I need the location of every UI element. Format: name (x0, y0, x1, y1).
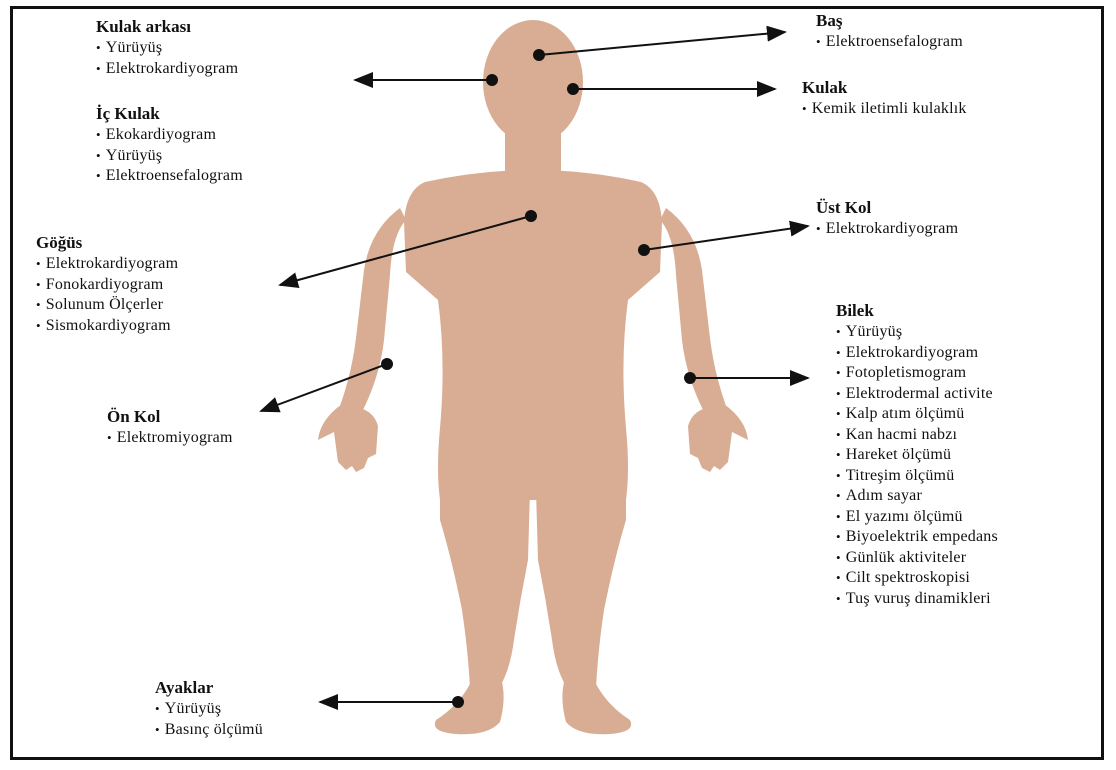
list-item: El yazımı ölçümü (836, 507, 998, 528)
group-title: Ayaklar (155, 677, 263, 699)
group-title: Baş (816, 10, 963, 32)
list-item: Kalp atım ölçümü (836, 404, 998, 425)
bas-list: Elektroensefalogram (816, 32, 963, 53)
group-title: Göğüs (36, 232, 178, 254)
bilek-list: YürüyüşElektrokardiyogramFotopletismogra… (836, 322, 998, 609)
list-item: Titreşim ölçümü (836, 466, 998, 487)
list-item: Yürüyüş (836, 322, 998, 343)
list-item: Elektroensefalogram (816, 32, 963, 53)
list-item: Ekokardiyogram (96, 125, 243, 146)
ust-kol-list: Elektrokardiyogram (816, 219, 958, 240)
bas-group: Baş Elektroensefalogram (816, 10, 963, 53)
on-kol-group: Ön Kol Elektromiyogram (107, 406, 233, 449)
list-item: Fonokardiyogram (36, 275, 178, 296)
right-hand (688, 404, 748, 472)
kulak-arkasi-list: YürüyüşElektrokardiyogram (96, 38, 238, 79)
kulak-list: Kemik iletimli kulaklık (802, 99, 967, 120)
gogus-group: Göğüs ElektrokardiyogramFonokardiyogramS… (36, 232, 178, 336)
ic-kulak-group: İç Kulak EkokardiyogramYürüyüşElektroens… (96, 103, 243, 187)
list-item: Hareket ölçümü (836, 445, 998, 466)
list-item: Biyoelektrik empedans (836, 527, 998, 548)
dot-gogus (526, 211, 536, 221)
human-silhouette (318, 20, 748, 734)
list-item: Elektromiyogram (107, 428, 233, 449)
dot-kulak (568, 84, 578, 94)
ic-kulak-list: EkokardiyogramYürüyüşElektroensefalogram (96, 125, 243, 187)
list-item: Tuş vuruş dinamikleri (836, 589, 998, 610)
group-title: Üst Kol (816, 197, 958, 219)
list-item: Elektrokardiyogram (836, 343, 998, 364)
left-foot (435, 682, 504, 734)
group-title: Ön Kol (107, 406, 233, 428)
ust-kol-group: Üst Kol Elektrokardiyogram (816, 197, 958, 240)
kulak-group: Kulak Kemik iletimli kulaklık (802, 77, 967, 120)
list-item: Kan hacmi nabzı (836, 425, 998, 446)
list-item: Cilt spektroskopisi (836, 568, 998, 589)
list-item: Fotopletismogram (836, 363, 998, 384)
list-item: Elektrokardiyogram (816, 219, 958, 240)
arrow-bas (539, 32, 785, 55)
list-item: Yürüyüş (96, 38, 238, 59)
list-item: Elektrokardiyogram (96, 59, 238, 80)
head (483, 20, 583, 144)
ayaklar-list: YürüyüşBasınç ölçümü (155, 699, 263, 740)
gogus-list: ElektrokardiyogramFonokardiyogramSolunum… (36, 254, 178, 336)
group-title: Kulak (802, 77, 967, 99)
list-item: Kemik iletimli kulaklık (802, 99, 967, 120)
dot-ust-kol (639, 245, 649, 255)
list-item: Yürüyüş (155, 699, 263, 720)
left-arm (340, 208, 406, 412)
dot-on-kol (382, 359, 392, 369)
kulak-arkasi-group: Kulak arkası YürüyüşElektrokardiyogram (96, 16, 238, 79)
left-leg (440, 490, 530, 688)
list-item: Sismokardiyogram (36, 316, 178, 337)
dot-bilek (685, 373, 695, 383)
on-kol-list: Elektromiyogram (107, 428, 233, 449)
ayaklar-group: Ayaklar YürüyüşBasınç ölçümü (155, 677, 263, 740)
right-leg (536, 490, 626, 688)
left-hand (318, 404, 378, 472)
list-item: Elektrokardiyogram (36, 254, 178, 275)
list-item: Günlük aktiviteler (836, 548, 998, 569)
list-item: Solunum Ölçerler (36, 295, 178, 316)
bilek-group: Bilek YürüyüşElektrokardiyogramFotopleti… (836, 300, 998, 609)
dot-ayaklar (453, 697, 463, 707)
list-item: Elektrodermal activite (836, 384, 998, 405)
group-title: İç Kulak (96, 103, 243, 125)
list-item: Adım sayar (836, 486, 998, 507)
list-item: Elektroensefalogram (96, 166, 243, 187)
dot-bas (534, 50, 544, 60)
dot-kulak-arkasi (487, 75, 497, 85)
group-title: Kulak arkası (96, 16, 238, 38)
list-item: Basınç ölçümü (155, 720, 263, 741)
list-item: Yürüyüş (96, 146, 243, 167)
group-title: Bilek (836, 300, 998, 322)
right-foot (562, 682, 631, 734)
